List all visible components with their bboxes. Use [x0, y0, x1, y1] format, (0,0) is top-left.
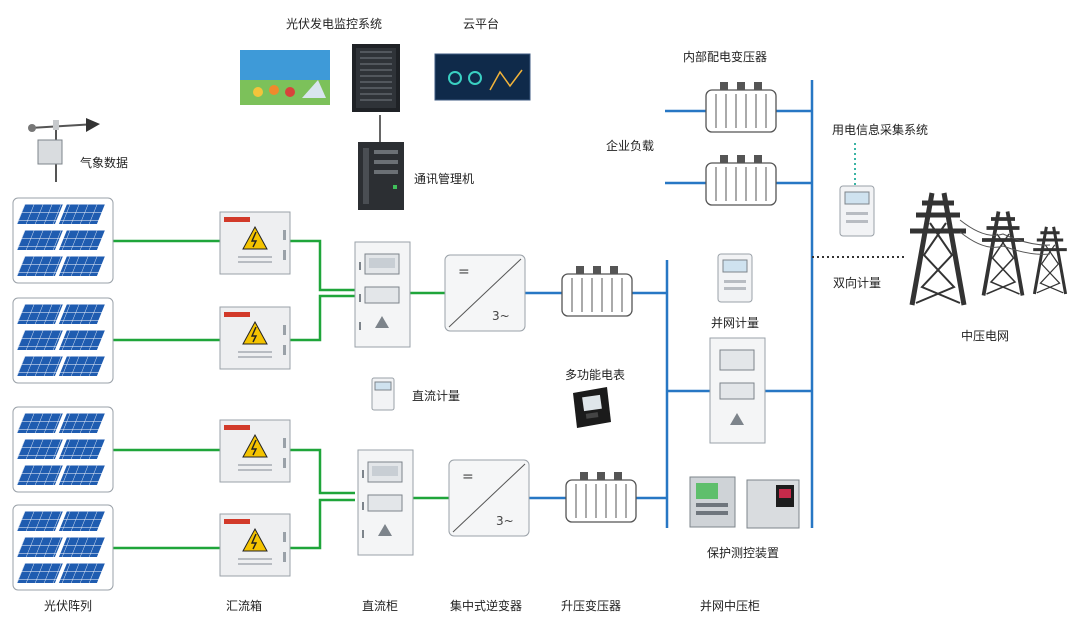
protection-device-icon [689, 476, 800, 529]
bidirectional-meter-icon [839, 185, 875, 237]
power-info-system-label: 用电信息采集系统 [832, 123, 929, 137]
pv-array-4 [13, 505, 113, 590]
enterprise-load-label: 企业负载 [606, 139, 655, 153]
step-up-transformer-label: 升压变压器 [561, 599, 622, 613]
inverter-2 [448, 459, 530, 537]
inverter-1-dc-symbol: = [458, 264, 470, 280]
multifunction-meter-label: 多功能电表 [565, 368, 626, 382]
dc-wiring [113, 239, 449, 550]
inverter-2-dc-symbol: = [462, 469, 474, 485]
cloud-platform-label: 云平台 [463, 17, 500, 31]
monitor-screen-icon [240, 50, 330, 105]
grid-meter-icon [717, 253, 753, 303]
combiner-box-2 [219, 306, 291, 370]
pv-array-label: 光伏阵列 [44, 599, 93, 613]
ac-wiring [525, 80, 814, 528]
central-inverter-label: 集中式逆变器 [450, 599, 523, 613]
dc-cabinet-label: 直流柜 [362, 599, 399, 613]
grid-mv-cabinet [709, 337, 766, 444]
grid-metering-label: 并网计量 [711, 316, 760, 330]
dc-cabinet-2 [357, 449, 414, 556]
internal-transformer-label: 内部配电变压器 [683, 50, 768, 64]
step-up-transformer-2 [565, 471, 637, 523]
comm-manager-label: 通讯管理机 [414, 172, 475, 186]
server-icon [352, 44, 400, 112]
cloud-dashboard-icon [434, 53, 531, 101]
combiner-box-label: 汇流箱 [226, 599, 263, 613]
dc-meter-icon [371, 377, 395, 411]
transmission-towers-icon [910, 193, 1069, 305]
pv-array-1 [13, 198, 113, 283]
combiner-box-4 [219, 513, 291, 577]
pv-array-2 [13, 298, 113, 383]
inverter-2-ac-symbol: 3~ [496, 514, 514, 528]
combiner-box-1 [219, 211, 291, 275]
pv-array-3 [13, 407, 113, 492]
combiner-box-3 [219, 419, 291, 483]
internal-transformer-2 [705, 154, 777, 206]
step-up-transformer-1 [561, 265, 633, 317]
medium-voltage-grid-label: 中压电网 [961, 329, 1010, 343]
protection-device-label: 保护测控装置 [707, 546, 780, 560]
internal-transformer-1 [705, 81, 777, 133]
inverter-1 [444, 254, 526, 332]
monitor-system-label: 光伏发电监控系统 [286, 17, 383, 31]
comm-manager-icon [358, 142, 404, 210]
dc-metering-label: 直流计量 [412, 389, 461, 403]
inverter-1-ac-symbol: 3~ [492, 309, 510, 323]
weather-data-label: 气象数据 [80, 156, 129, 170]
grid-mv-cabinet-label: 并网中压柜 [700, 599, 761, 613]
multifunction-meter-icon [573, 387, 611, 428]
bidirectional-metering-label: 双向计量 [833, 276, 882, 290]
dc-cabinet-1 [354, 241, 411, 348]
weather-station-icon [28, 118, 100, 182]
